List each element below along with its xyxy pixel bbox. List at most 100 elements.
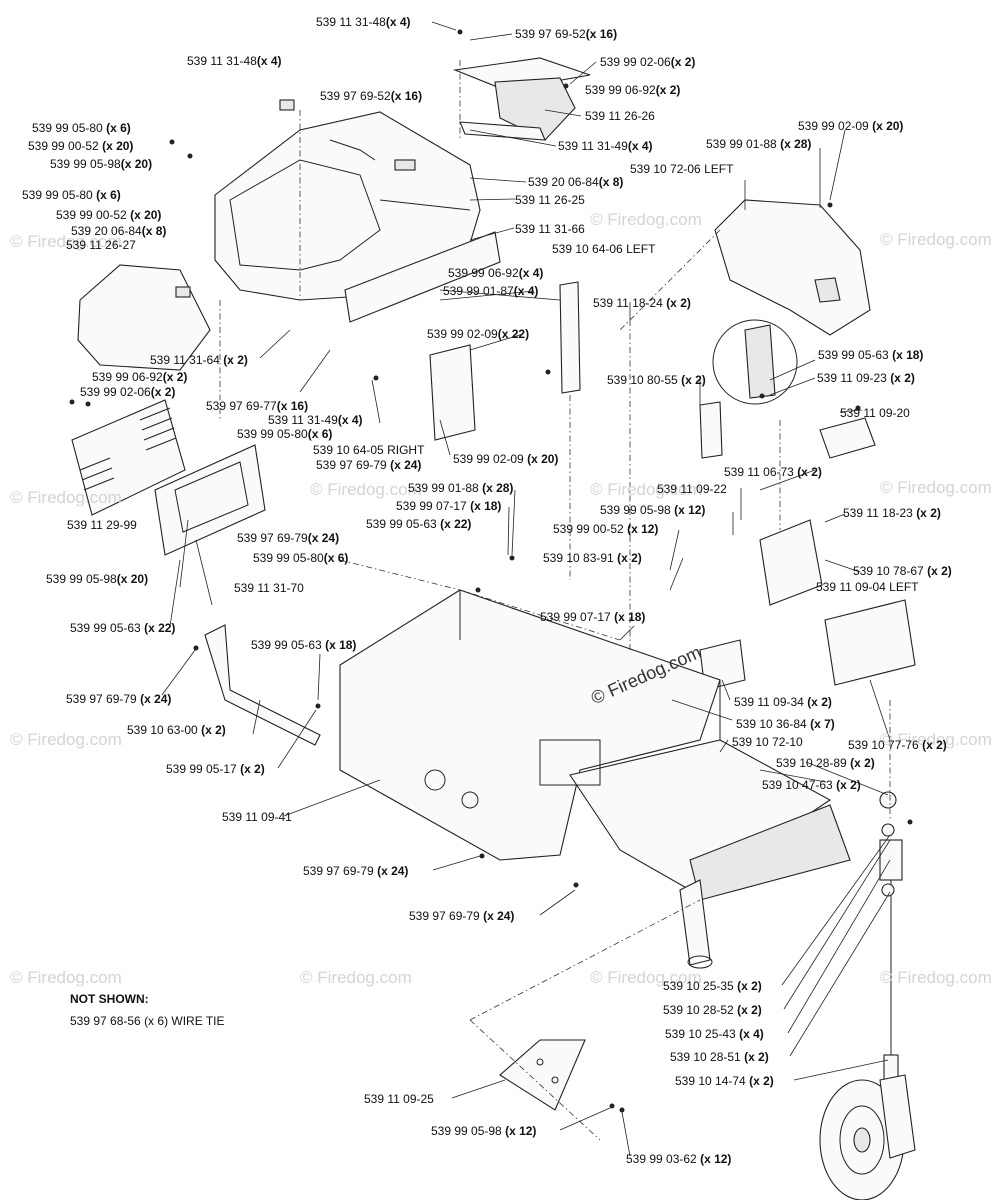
part-label: 539 10 72-06 LEFT (630, 162, 734, 176)
part-label: 539 99 06-92(x 2) (92, 370, 188, 384)
part-label: 539 11 26-26 (585, 109, 655, 123)
part-label: 539 99 07-17 (x 18) (540, 610, 646, 624)
part-label: 539 11 09-34 (x 2) (734, 695, 832, 709)
part-label: 539 11 09-41 (222, 810, 292, 824)
part-label: 539 10 14-74 (x 2) (675, 1074, 774, 1088)
part-label: 539 99 02-06(x 2) (600, 55, 696, 69)
part-label: 539 99 00-52 (x 20) (56, 208, 162, 222)
part-label: 539 99 02-09 (x 20) (453, 452, 559, 466)
part-label: 539 99 01-88 (x 28) (706, 137, 812, 151)
part-label: 539 99 02-06(x 2) (80, 385, 176, 399)
part-label: 539 11 26-25 (515, 193, 585, 207)
part-label: 539 10 80-55 (x 2) (607, 373, 706, 387)
part-label: 539 11 31-49(x 4) (558, 139, 653, 153)
part-label: 539 10 77-76 (x 2) (848, 738, 947, 752)
part-label: 539 99 05-98(x 20) (46, 572, 149, 586)
detail-bracket (744, 324, 776, 399)
part-label: 539 11 09-04 LEFT (816, 580, 919, 594)
left-cover-part (77, 264, 211, 371)
watermark: © Firedog.com (880, 968, 992, 987)
part-label: 539 11 29-99 (67, 518, 137, 532)
bottom-bracket-part (499, 1039, 586, 1111)
part-label: 539 11 31-64 (x 2) (150, 353, 248, 367)
part-label: 539 99 06-92(x 4) (448, 266, 544, 280)
not-shown-title: NOT SHOWN: (70, 992, 149, 1006)
part-label: 539 11 18-23 (x 2) (843, 506, 941, 520)
grille-panel-part (71, 399, 186, 516)
watermark: © Firedog.com (590, 480, 702, 499)
assembly-lines (219, 60, 891, 1141)
vertical-brackets (429, 281, 723, 459)
part-label: 539 20 06-84(x 8) (71, 224, 167, 238)
part-label: 539 10 83-91 (x 2) (543, 551, 642, 565)
watermark: © Firedog.com (590, 210, 702, 229)
part-label: 539 99 06-92(x 2) (585, 83, 681, 97)
hood-part (214, 99, 481, 301)
right-fender-part (714, 199, 871, 336)
part-label: 539 11 31-70 (234, 581, 304, 595)
part-label: 539 10 47-63 (x 2) (762, 778, 861, 792)
part-label: 539 10 25-35 (x 2) (663, 979, 762, 993)
watermark: © Firedog.com (310, 480, 422, 499)
part-label: 539 97 69-79(x 24) (237, 531, 340, 545)
part-label: 539 99 05-98 (x 12) (600, 503, 706, 517)
part-label: 539 11 09-20 (840, 406, 910, 420)
part-label: 539 99 05-17 (x 2) (166, 762, 265, 776)
side-panel-part (344, 231, 501, 323)
part-label: 539 99 03-62 (x 12) (626, 1152, 732, 1166)
part-label: 539 10 78-67 (x 2) (853, 564, 952, 578)
part-label: 539 99 05-80 (x 6) (22, 188, 121, 202)
part-label: 539 99 07-17 (x 18) (396, 499, 502, 513)
watermark: © Firedog.com (10, 488, 122, 507)
hardware-dots (69, 29, 913, 1113)
part-label: 539 10 36-84 (x 7) (736, 717, 835, 731)
rail-part (204, 624, 321, 746)
part-label: 539 99 00-52 (x 12) (553, 522, 659, 536)
part-label: 539 99 05-63 (x 18) (818, 348, 924, 362)
part-label: 539 10 28-89 (x 2) (776, 756, 875, 770)
part-label: 539 99 05-98 (x 12) (431, 1124, 537, 1138)
part-label: 539 11 31-48(x 4) (187, 54, 282, 68)
part-label: 539 97 69-79 (x 24) (409, 909, 515, 923)
caster-assembly (819, 791, 916, 1200)
part-label: 539 10 28-52 (x 2) (663, 1003, 762, 1017)
part-label: 539 99 01-88 (x 28) (408, 481, 514, 495)
part-label: 539 10 64-06 LEFT (552, 242, 656, 256)
part-label: 539 10 25-43 (x 4) (665, 1027, 764, 1041)
part-label: 539 97 69-79 (x 24) (303, 864, 409, 878)
part-label: 539 11 26-27 (66, 238, 136, 252)
part-label: 539 20 06-84(x 8) (528, 175, 624, 189)
watermark: © Firedog.com (880, 730, 992, 749)
main-frame-part (339, 589, 851, 969)
part-label: 539 11 18-24 (x 2) (593, 296, 691, 310)
part-label: 539 10 63-00 (x 2) (127, 723, 226, 737)
part-label: 539 97 69-77(x 16) (206, 399, 309, 413)
watermark: © Firedog.com (10, 730, 122, 749)
part-label: 539 99 02-09 (x 20) (798, 119, 904, 133)
part-label: 539 11 31-49(x 4) (268, 413, 363, 427)
part-label: 539 10 64-05 RIGHT (313, 443, 425, 457)
watermark: © Firedog.com (10, 232, 122, 251)
part-label: 539 99 05-98(x 20) (50, 157, 153, 171)
part-label: 539 99 05-80(x 6) (237, 427, 333, 441)
watermark: © Firedog.com (880, 230, 992, 249)
part-label: 539 99 05-63 (x 22) (70, 621, 176, 635)
watermark: © Firedog.com (10, 968, 122, 987)
box-bracket-part (759, 519, 823, 606)
not-shown-line: 539 97 68-56 (x 6) WIRE TIE (70, 1014, 225, 1028)
plate-part (819, 417, 876, 459)
part-label: 539 99 02-09(x 22) (427, 327, 530, 341)
part-label: 539 11 31-66 (515, 222, 585, 236)
part-label: 539 11 31-48(x 4) (316, 15, 411, 29)
watermark: © Firedog.com (300, 968, 412, 987)
part-label: 539 11 09-23 (x 2) (817, 371, 915, 385)
part-label: 539 10 28-51 (x 2) (670, 1050, 769, 1064)
seat-pan-part (824, 599, 916, 686)
part-label: 539 99 05-63 (x 18) (251, 638, 357, 652)
part-label: 539 99 05-80 (x 6) (32, 121, 131, 135)
leader-lines (161, 21, 891, 1157)
part-label: 539 11 09-22 (657, 482, 727, 496)
part-label: 539 97 69-79 (x 24) (66, 692, 172, 706)
